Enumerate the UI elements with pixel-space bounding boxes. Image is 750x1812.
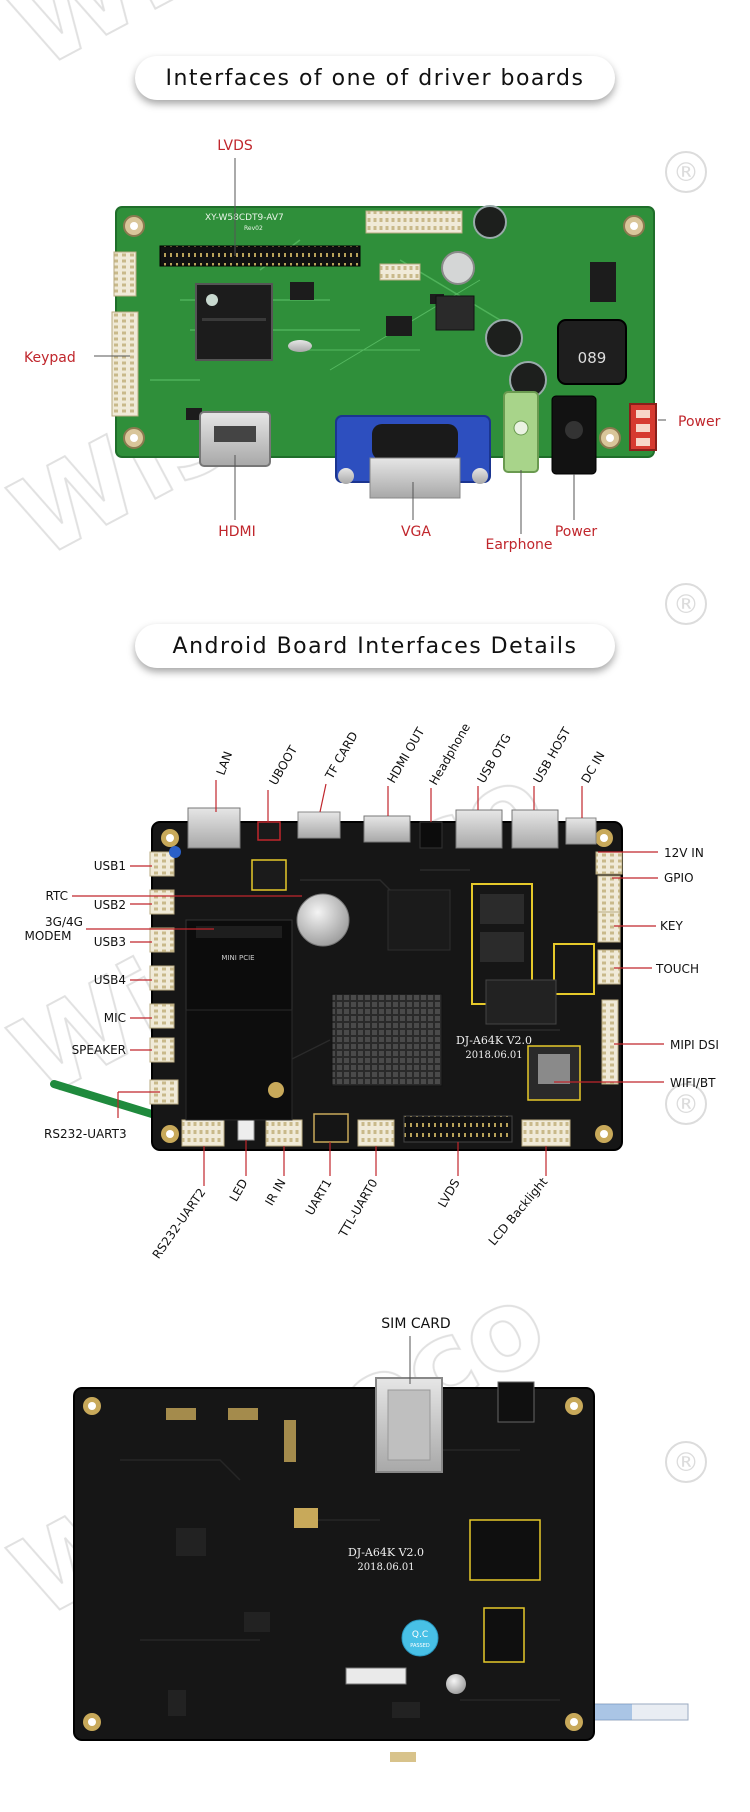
registered-mark-icon bbox=[665, 1441, 707, 1483]
label-ir-in: IR IN bbox=[262, 1177, 288, 1208]
registered-mark-icon bbox=[665, 151, 707, 193]
label-usb3: USB3 bbox=[94, 935, 126, 949]
registered-mark-icon: ® bbox=[673, 1448, 699, 1478]
label-vga: VGA bbox=[401, 524, 431, 540]
label-usb4: USB4 bbox=[94, 973, 126, 987]
label-12v-in: 12V IN bbox=[664, 846, 704, 860]
label-earphone: Earphone bbox=[486, 537, 553, 553]
section2-leader-lines bbox=[72, 780, 664, 1186]
label-touch: TOUCH bbox=[655, 962, 699, 976]
registered-mark-icon bbox=[665, 1083, 707, 1125]
registered-mark-icon: ® bbox=[673, 1090, 699, 1120]
label-mic: MIC bbox=[104, 1011, 126, 1025]
label-led: LED bbox=[227, 1177, 251, 1204]
driver-board: XY-W58CDT9-AV7 Rev02 bbox=[111, 205, 657, 499]
label-sim-card: SIM CARD bbox=[381, 1316, 450, 1332]
label-uboot: UBOOT bbox=[266, 743, 300, 788]
label-key: KEY bbox=[660, 919, 683, 933]
board-model-text: DJ-A64K V2.0 bbox=[456, 1034, 532, 1047]
android-board: MINI PCIE DJ-A64K V2.0 2018.06.01 bbox=[50, 807, 623, 1151]
label-hdmi-out: HDMI OUT bbox=[384, 725, 427, 786]
label-lvds: LVDS bbox=[217, 138, 253, 154]
label-lcd-backlight: LCD Backlight bbox=[486, 1175, 551, 1248]
label-wifi-bt: WIFI/BT bbox=[670, 1076, 716, 1090]
board-date-text: 2018.06.01 bbox=[465, 1050, 522, 1061]
registered-mark-icon: ® bbox=[673, 590, 699, 620]
label-usb-host: USB HOST bbox=[530, 724, 573, 785]
label-usb2: USB2 bbox=[94, 898, 126, 912]
label-lvds-android: LVDS bbox=[435, 1177, 462, 1210]
label-speaker: SPEAKER bbox=[72, 1043, 126, 1057]
section1-title: Interfaces of one of driver boards bbox=[135, 56, 615, 100]
label-rtc: RTC bbox=[46, 889, 68, 903]
registered-mark-icon: ® bbox=[673, 158, 699, 188]
label-hdmi: HDMI bbox=[218, 524, 256, 540]
label-usb1: USB1 bbox=[94, 859, 126, 873]
label-gpio: GPIO bbox=[664, 871, 694, 885]
label-keypad: Keypad bbox=[24, 350, 76, 366]
qc-sticker-sub-text: PASSED bbox=[410, 1643, 430, 1649]
label-mipi-dsi: MIPI DSI bbox=[670, 1038, 719, 1052]
label-dc-in: DC IN bbox=[578, 749, 607, 785]
board-model-text: XY-W58CDT9-AV7 bbox=[205, 213, 284, 223]
label-tf-card: TF CARD bbox=[322, 729, 361, 782]
section1-leader-lines bbox=[94, 158, 666, 534]
registered-mark-icon bbox=[665, 583, 707, 625]
label-power-right: Power bbox=[678, 414, 721, 430]
label-ttl-uart0: TTL-UART0 bbox=[336, 1177, 381, 1241]
board-back: Q.C PASSED DJ-A64K V2.0 2018.06.01 bbox=[73, 1377, 689, 1762]
label-modem-line1: 3G/4G bbox=[45, 915, 83, 929]
inductor-marking-text: 089 bbox=[578, 349, 607, 367]
section2-title: Android Board Interfaces Details bbox=[135, 624, 615, 668]
label-uart1: UART1 bbox=[303, 1177, 335, 1218]
board-date-text: 2018.06.01 bbox=[357, 1562, 414, 1573]
label-rs232-uart3: RS232-UART3 bbox=[44, 1127, 127, 1141]
pcie-slot-text: MINI PCIE bbox=[221, 954, 254, 962]
qc-sticker-text: Q.C bbox=[412, 1630, 428, 1640]
label-lan: LAN bbox=[214, 750, 235, 777]
board-rev-text: Rev02 bbox=[244, 225, 263, 232]
board-model-text: DJ-A64K V2.0 bbox=[348, 1546, 424, 1559]
label-rs232-uart2: RS232-UART2 bbox=[150, 1186, 209, 1262]
label-modem-line2: MODEM bbox=[25, 929, 72, 943]
label-power-bottom: Power bbox=[555, 524, 598, 540]
